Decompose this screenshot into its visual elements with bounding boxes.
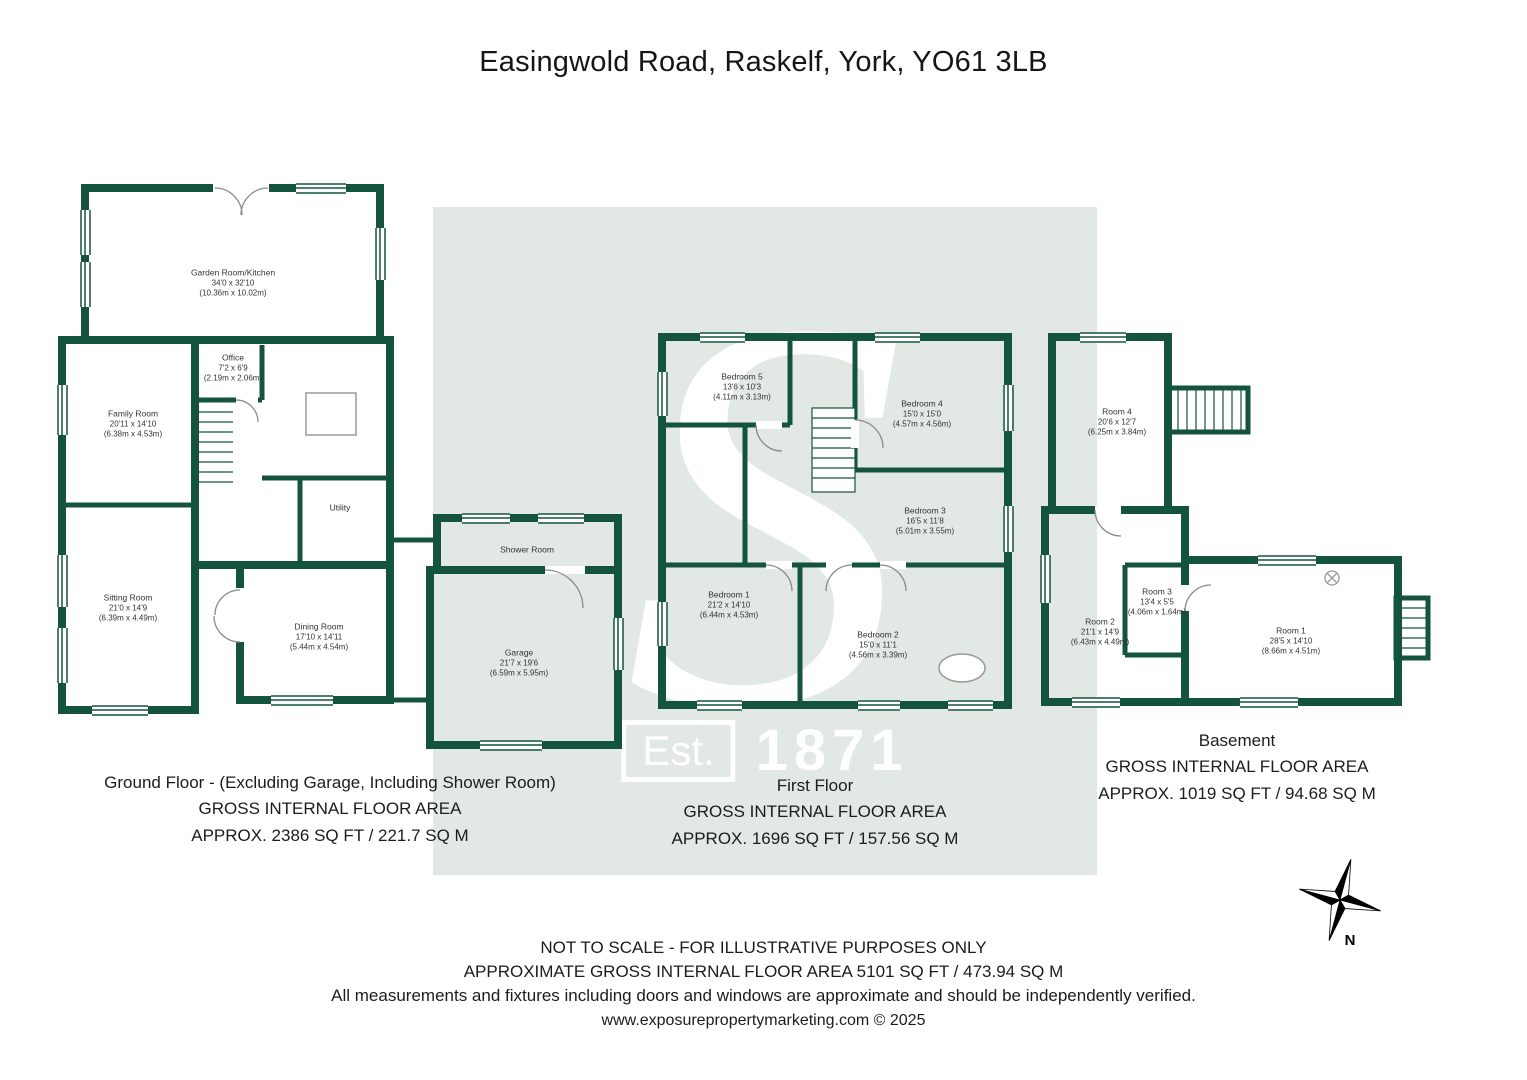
stairs-first [811, 407, 856, 493]
watermark: S Est. 1871 [433, 207, 1097, 875]
room-label-garage: Garage 21'7 x 19'6 (6.59m x 5.95m) [489, 647, 549, 678]
room-label-room-3: Room 3 13'4 x 5'5 (4.06m x 1.64m) [1127, 586, 1187, 617]
kitchen-island [305, 392, 357, 436]
room-label-bedroom-3: Bedroom 3 16'5 x 11'8 (5.01m x 3.55m) [895, 505, 955, 536]
windows-first [657, 332, 1014, 711]
windows-basement [1040, 332, 1316, 708]
footer-not-to-scale: NOT TO SCALE - FOR ILLUSTRATIVE PURPOSES… [540, 938, 987, 957]
ground-floor-plan [57, 183, 624, 751]
doors-ground [213, 183, 585, 643]
first-floor-caption: First Floor GROSS INTERNAL FLOOR AREA AP… [671, 776, 959, 848]
footer-website: www.exposurepropertymarketing.com © 2025 [601, 1012, 926, 1029]
room-label-room-2: Room 2 21'1 x 14'9 (6.43m x 4.49m) [1070, 616, 1130, 647]
bathtub [938, 653, 986, 683]
doors-basement [1094, 506, 1212, 612]
footer-total-area: APPROXIMATE GROSS INTERNAL FLOOR AREA 51… [463, 962, 1064, 981]
room-label-sitting-room: Sitting Room 21'0 x 14'9 (6.39m x 4.49m) [98, 592, 158, 623]
windows-ground [57, 183, 624, 751]
compass-rose-icon [1299, 859, 1381, 941]
ground-floor-caption: Ground Floor - (Excluding Garage, Includ… [104, 773, 556, 845]
est-badge: Est. 1871 [621, 717, 908, 784]
first-floor-plan [657, 332, 1014, 711]
compass-north-label: N [1344, 932, 1356, 949]
room-label-room-1: Room 1 28'5 x 14'10 (8.66m x 4.51m) [1261, 625, 1321, 656]
room-label-garden-room-kitchen: Garden Room/Kitchen 34'0 x 32'10 (10.36m… [190, 267, 276, 298]
stairs-basement [1177, 390, 1428, 649]
room-label-office: Office 7'2 x 6'9 (2.19m x 2.06m) [203, 352, 263, 383]
room-label-bedroom-1: Bedroom 1 21'2 x 14'10 (6.44m x 4.53m) [699, 589, 759, 620]
doors-first [755, 419, 907, 592]
room-label-room-4: Room 4 20'6 x 12'7 (6.25m x 3.84m) [1087, 406, 1147, 437]
room-label-bedroom-2: Bedroom 2 15'0 x 11'1 (4.56m x 3.39m) [848, 629, 908, 660]
basement-caption: Basement GROSS INTERNAL FLOOR AREA APPRO… [1098, 731, 1376, 803]
room-label-shower-room: Shower Room [500, 544, 554, 555]
stairs-ground [198, 411, 233, 483]
room-label-family-room: Family Room 20'11 x 14'10 (6.38m x 4.53m… [103, 408, 163, 439]
est-label: Est. [621, 719, 736, 782]
page-title: Easingwold Road, Raskelf, York, YO61 3LB [479, 46, 1048, 78]
room-label-bedroom-4: Bedroom 4 15'0 x 15'0 (4.57m x 4.56m) [892, 398, 952, 429]
basement-plan [1040, 332, 1431, 708]
room-label-bedroom-5: Bedroom 5 13'6 x 10'3 (4.11m x 3.13m) [713, 371, 771, 402]
est-year: 1871 [755, 718, 909, 783]
room-label-utility: Utility [329, 502, 351, 513]
room-label-dining-room: Dining Room 17'10 x 14'11 (5.44m x 4.54m… [289, 621, 349, 652]
light-fixture-icon [1324, 570, 1340, 586]
footer-disclaimer: All measurements and fixtures including … [331, 986, 1196, 1005]
